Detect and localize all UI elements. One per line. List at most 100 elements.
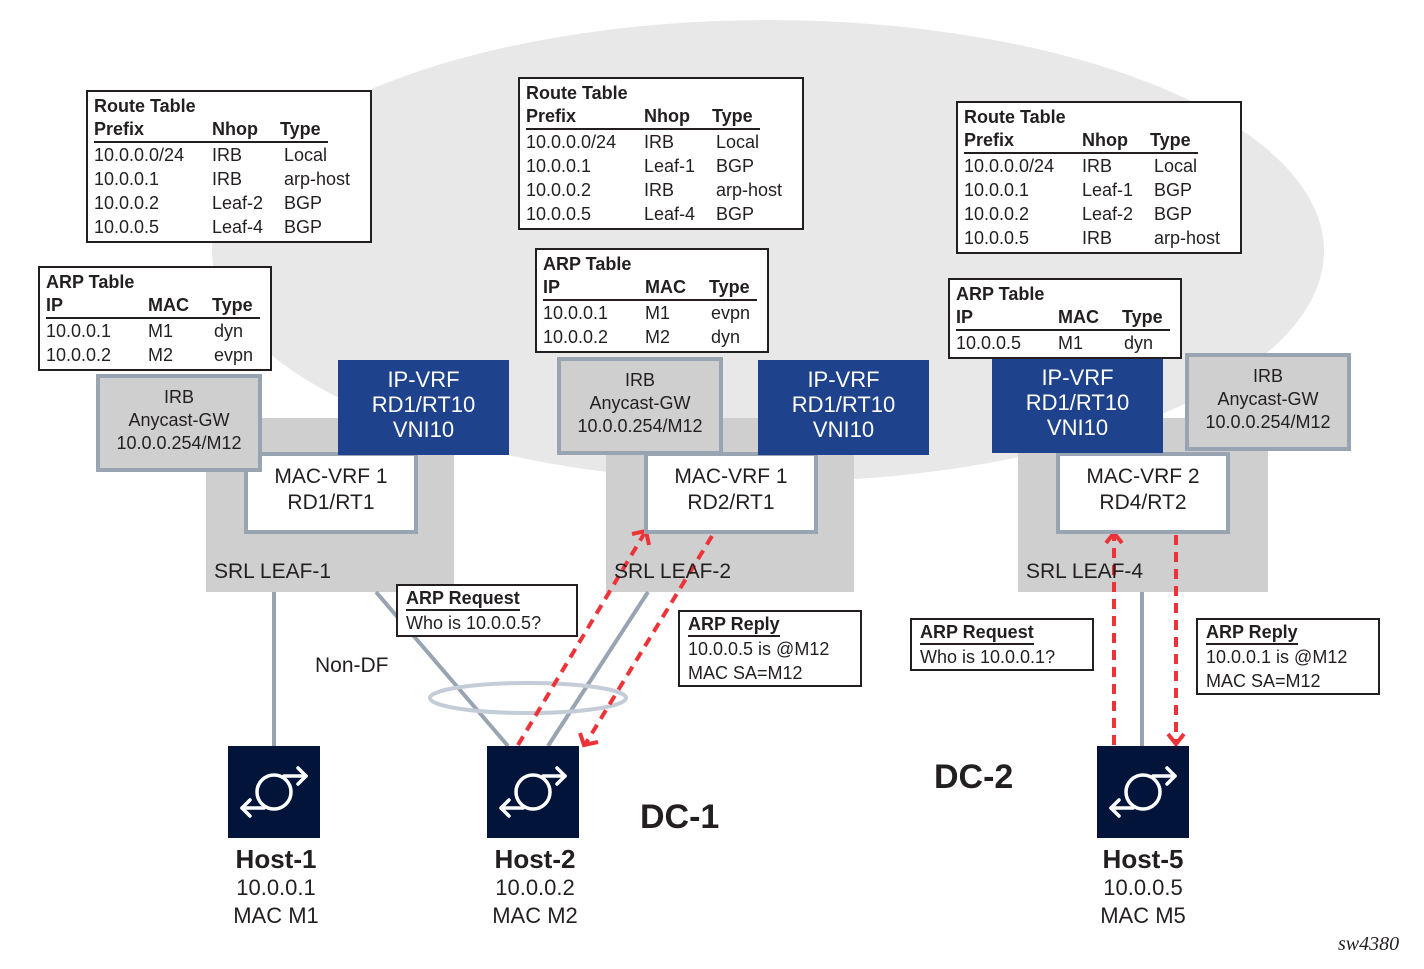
mac-vrf-name: MAC-VRF 2 xyxy=(1086,465,1200,488)
leaf-4-label: SRL LEAF-4 xyxy=(1026,560,1144,583)
ip-vrf-vni: VNI10 xyxy=(392,417,455,442)
table-cell: BGP xyxy=(716,156,755,176)
leaf-4-mac-vrf: MAC-VRF 2 RD4/RT2 xyxy=(1056,452,1230,534)
table-cell: Local xyxy=(284,145,328,165)
irb-label: IRB xyxy=(163,387,194,407)
mac-vrf-rd-rt: RD2/RT1 xyxy=(687,491,775,514)
arp-request-callout-dc1: ARP Request Who is 10.0.0.5? xyxy=(396,584,578,637)
leaf-1-irb: IRB Anycast-GW 10.0.0.254/M12 xyxy=(96,374,262,472)
table-cell: dyn xyxy=(214,321,244,341)
figure-id: sw4380 xyxy=(1338,933,1400,955)
col-prefix: Prefix xyxy=(94,119,145,139)
mac-vrf-name: MAC-VRF 1 xyxy=(274,465,388,488)
table-cell: M1 xyxy=(148,321,174,341)
col-mac: MAC xyxy=(148,295,189,315)
leaf-2-mac-vrf: MAC-VRF 1 RD2/RT1 xyxy=(644,452,818,534)
table-cell: 10.0.0.2 xyxy=(543,327,609,347)
table-row: 10.0.0.0/24 IRB Local xyxy=(964,154,1234,178)
table-cell: Leaf-2 xyxy=(1082,204,1134,224)
arrowhead-icon xyxy=(578,732,599,748)
callout-line: MAC SA=M12 xyxy=(1206,671,1321,691)
route-table-header: Prefix Nhop Type xyxy=(964,129,1198,154)
table-row: 10.0.0.1 Leaf-1 BGP xyxy=(964,178,1234,202)
table-cell: IRB xyxy=(1082,156,1113,176)
host-name: Host-5 xyxy=(1102,844,1184,874)
table-cell: dyn xyxy=(711,327,741,347)
arp-table-header: IP MAC Type xyxy=(543,276,757,301)
table-cell: 10.0.0.1 xyxy=(46,321,112,341)
table-cell: dyn xyxy=(1124,333,1154,353)
route-table-title: Route Table xyxy=(94,96,196,116)
table-cell: BGP xyxy=(716,204,755,224)
irb-label: IRB xyxy=(624,370,655,390)
host-ip: 10.0.0.1 xyxy=(236,875,316,900)
mac-vrf-rd-rt: RD4/RT2 xyxy=(1099,491,1187,514)
callout-title: ARP Reply xyxy=(1206,621,1298,645)
arp-table-title: ARP Table xyxy=(956,284,1045,304)
ip-vrf-name: IP-VRF xyxy=(807,367,880,392)
col-mac: MAC xyxy=(1058,307,1099,327)
arp-request-callout-dc2: ARP Request Who is 10.0.0.1? xyxy=(910,618,1094,671)
host-name: Host-1 xyxy=(235,844,317,874)
leaf-4-ip-vrf: IP-VRF RD1/RT10 VNI10 xyxy=(992,358,1163,453)
table-cell: IRB xyxy=(1082,228,1113,248)
host-mac: MAC M5 xyxy=(1100,903,1186,928)
table-cell: Local xyxy=(716,132,760,152)
table-cell: Local xyxy=(1154,156,1198,176)
table-cell: 10.0.0.1 xyxy=(526,156,592,176)
router-icon xyxy=(240,766,308,818)
col-mac: MAC xyxy=(645,277,686,297)
ip-vrf-vni: VNI10 xyxy=(1046,415,1109,440)
table-cell: arp-host xyxy=(284,169,351,189)
table-row: 10.0.0.1 M1 dyn xyxy=(46,319,264,343)
route-table-title: Route Table xyxy=(964,107,1066,127)
col-ip: IP xyxy=(543,277,561,297)
leaf-2-irb: IRB Anycast-GW 10.0.0.254/M12 xyxy=(557,357,723,455)
router-icon xyxy=(1109,766,1177,818)
table-cell: 10.0.0.5 xyxy=(94,217,160,237)
table-cell: Leaf-1 xyxy=(1082,180,1134,200)
table-cell: IRB xyxy=(212,169,243,189)
irb-gateway: Anycast-GW xyxy=(128,410,230,430)
table-cell: IRB xyxy=(644,180,675,200)
table-cell: BGP xyxy=(1154,180,1193,200)
callout-line: Who is 10.0.0.5? xyxy=(406,613,542,633)
table-cell: IRB xyxy=(212,145,243,165)
ip-vrf-rd-rt: RD1/RT10 xyxy=(791,392,896,417)
table-cell: 10.0.0.0/24 xyxy=(964,156,1055,176)
ip-vrf-rd-rt: RD1/RT10 xyxy=(371,392,476,417)
table-row: 10.0.0.1 Leaf-1 BGP xyxy=(526,154,796,178)
arp-table-header: IP MAC Type xyxy=(956,306,1170,331)
host-mac: MAC M1 xyxy=(233,903,319,928)
table-cell: BGP xyxy=(284,217,323,237)
col-type: Type xyxy=(712,106,753,126)
arp-table-header: IP MAC Type xyxy=(46,294,260,319)
callout-title: ARP Reply xyxy=(688,613,780,637)
non-df-label: Non-DF xyxy=(315,654,389,677)
arp-request-arrow-dc1 xyxy=(516,532,646,747)
ip-vrf-vni: VNI10 xyxy=(812,417,875,442)
route-table-title: Route Table xyxy=(526,83,628,103)
arp-reply-arrow-dc1 xyxy=(584,534,714,745)
callout-title: ARP Request xyxy=(406,587,520,611)
dc-2-label: DC-2 xyxy=(934,758,1014,796)
table-cell: Leaf-1 xyxy=(644,156,696,176)
table-cell: M1 xyxy=(645,303,671,323)
table-cell: arp-host xyxy=(716,180,783,200)
col-nhop: Nhop xyxy=(212,119,258,139)
host-mac: MAC M2 xyxy=(492,903,578,928)
irb-label: IRB xyxy=(1252,366,1283,386)
leaf-2-route-table: Route Table Prefix Nhop Type 10.0.0.0/24… xyxy=(518,77,804,230)
callout-title: ARP Request xyxy=(920,621,1034,645)
table-cell: 10.0.0.1 xyxy=(964,180,1030,200)
arp-reply-callout-dc1: ARP Reply 10.0.0.5 is @M12 MAC SA=M12 xyxy=(678,610,862,687)
arp-table-title: ARP Table xyxy=(543,254,632,274)
table-cell: 10.0.0.5 xyxy=(956,333,1022,353)
